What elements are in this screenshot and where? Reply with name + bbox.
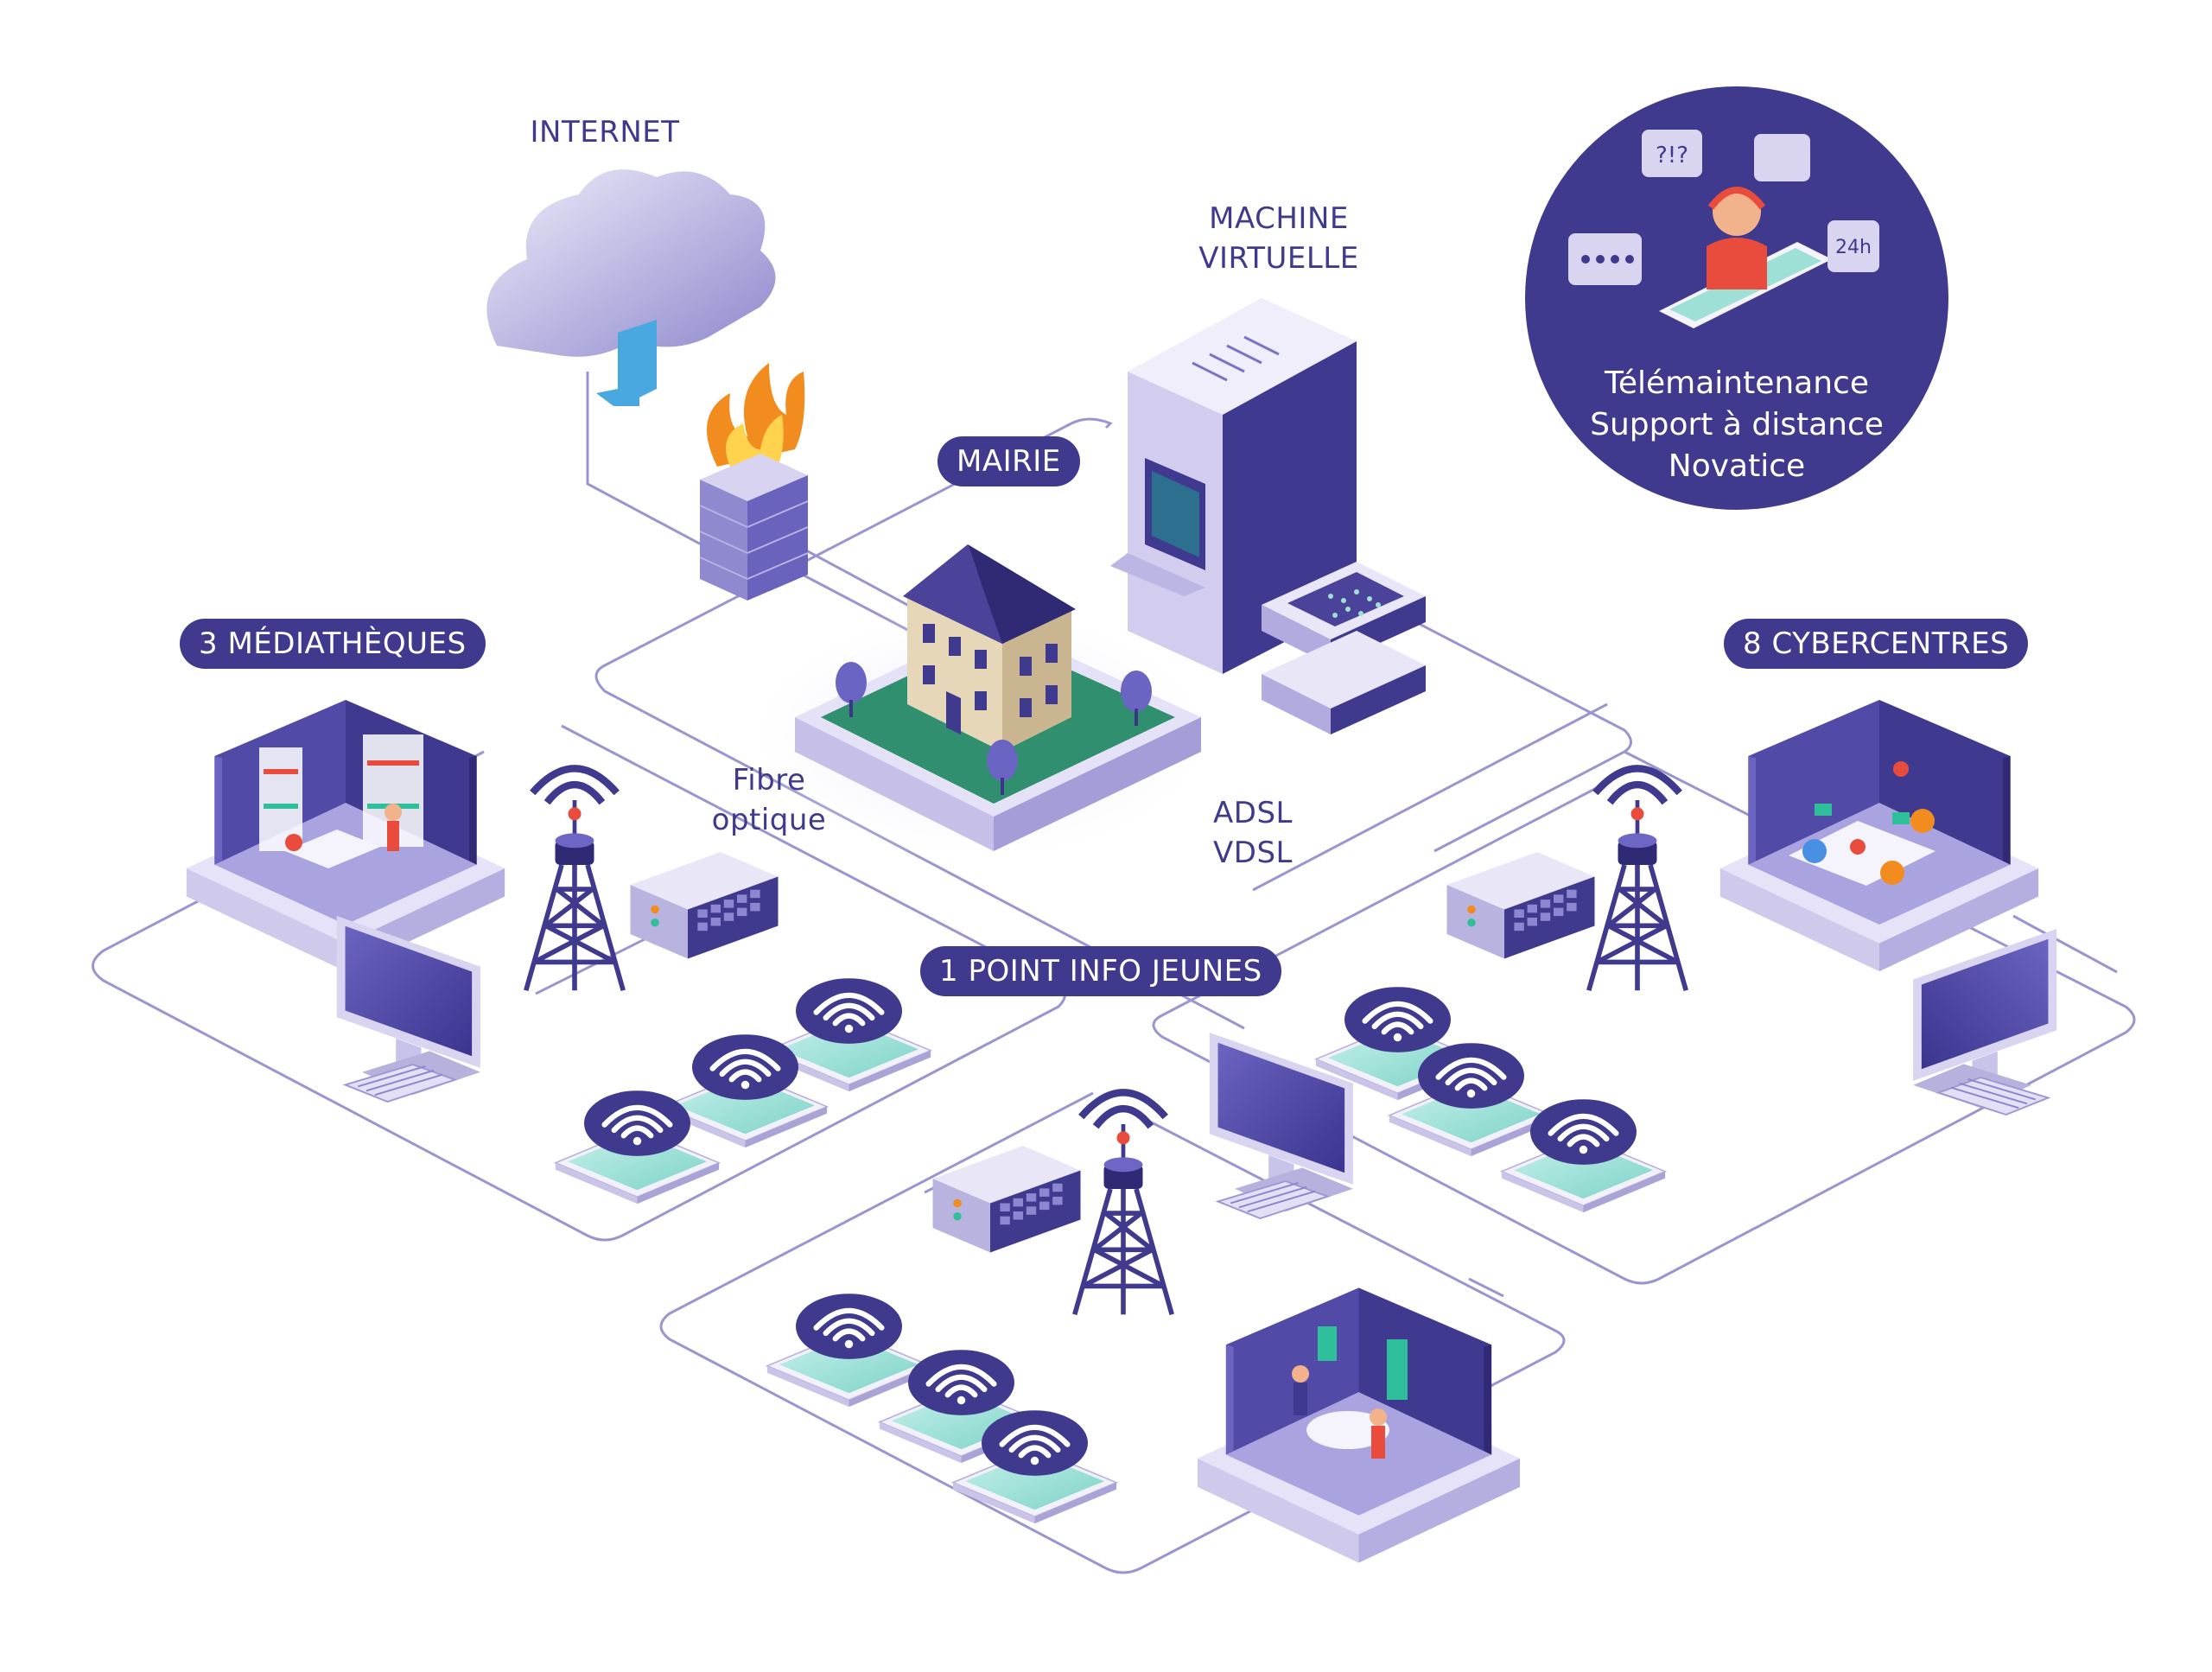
machine-label-line2: VIRTUELLE [1198, 241, 1359, 276]
internet-label: INTERNET [530, 115, 680, 149]
download-arrow-icon [596, 320, 657, 406]
fibre-label-line1: Fibre [732, 763, 806, 798]
support-agent-icon [1713, 188, 1761, 236]
support-caption-line3: Novatice [1668, 448, 1806, 484]
adsl-label-line2: VDSL [1213, 836, 1293, 870]
question-bubble-icon [1642, 130, 1702, 177]
support-caption: Télémaintenance Support à distance Novat… [1521, 363, 1953, 487]
support-caption-line1: Télémaintenance [1604, 366, 1870, 401]
adsl-label-line1: ADSL [1213, 796, 1293, 830]
mediatheque-room [186, 700, 505, 972]
remote-support-circle: ?!? 24h [1525, 86, 1948, 510]
typing-bubble-icon [1568, 233, 1642, 285]
antenna-tower-left [526, 768, 624, 990]
mairie-badge: MAIRIE [938, 436, 1080, 486]
virtual-machine-server [1110, 298, 1426, 734]
network-switch-bottom [932, 1146, 1081, 1253]
desktop-computer-right [1912, 928, 2058, 1116]
fibre-label-line2: optique [711, 803, 827, 837]
firewall-icon [699, 363, 809, 601]
24h-bubble-icon [1827, 220, 1879, 272]
point-info-jeunes-room [1197, 1287, 1521, 1563]
network-switch-left [630, 852, 779, 959]
question-bubble-text: ?!? [1656, 143, 1688, 168]
wifi-tablet [767, 1294, 931, 1407]
network-switch-right [1446, 852, 1595, 959]
cybercentres-badge: 8 CYBERCENTRES [1724, 619, 2029, 669]
support-caption-line2: Support à distance [1590, 407, 1884, 442]
internet-cloud [486, 169, 776, 415]
point-info-jeunes-badge: 1 POINT INFO JEUNES [920, 946, 1281, 996]
cybercentre-room [1719, 700, 2039, 972]
antenna-tower-right [1589, 768, 1687, 990]
chat-bubble-icon [1754, 134, 1810, 181]
24h-bubble-text: 24h [1835, 237, 1872, 258]
machine-label-line1: MACHINE [1209, 201, 1349, 236]
town-hall-building [739, 544, 1223, 864]
desktop-computer-left [335, 915, 481, 1103]
mediatheques-badge: 3 MÉDIATHÈQUES [180, 619, 486, 669]
